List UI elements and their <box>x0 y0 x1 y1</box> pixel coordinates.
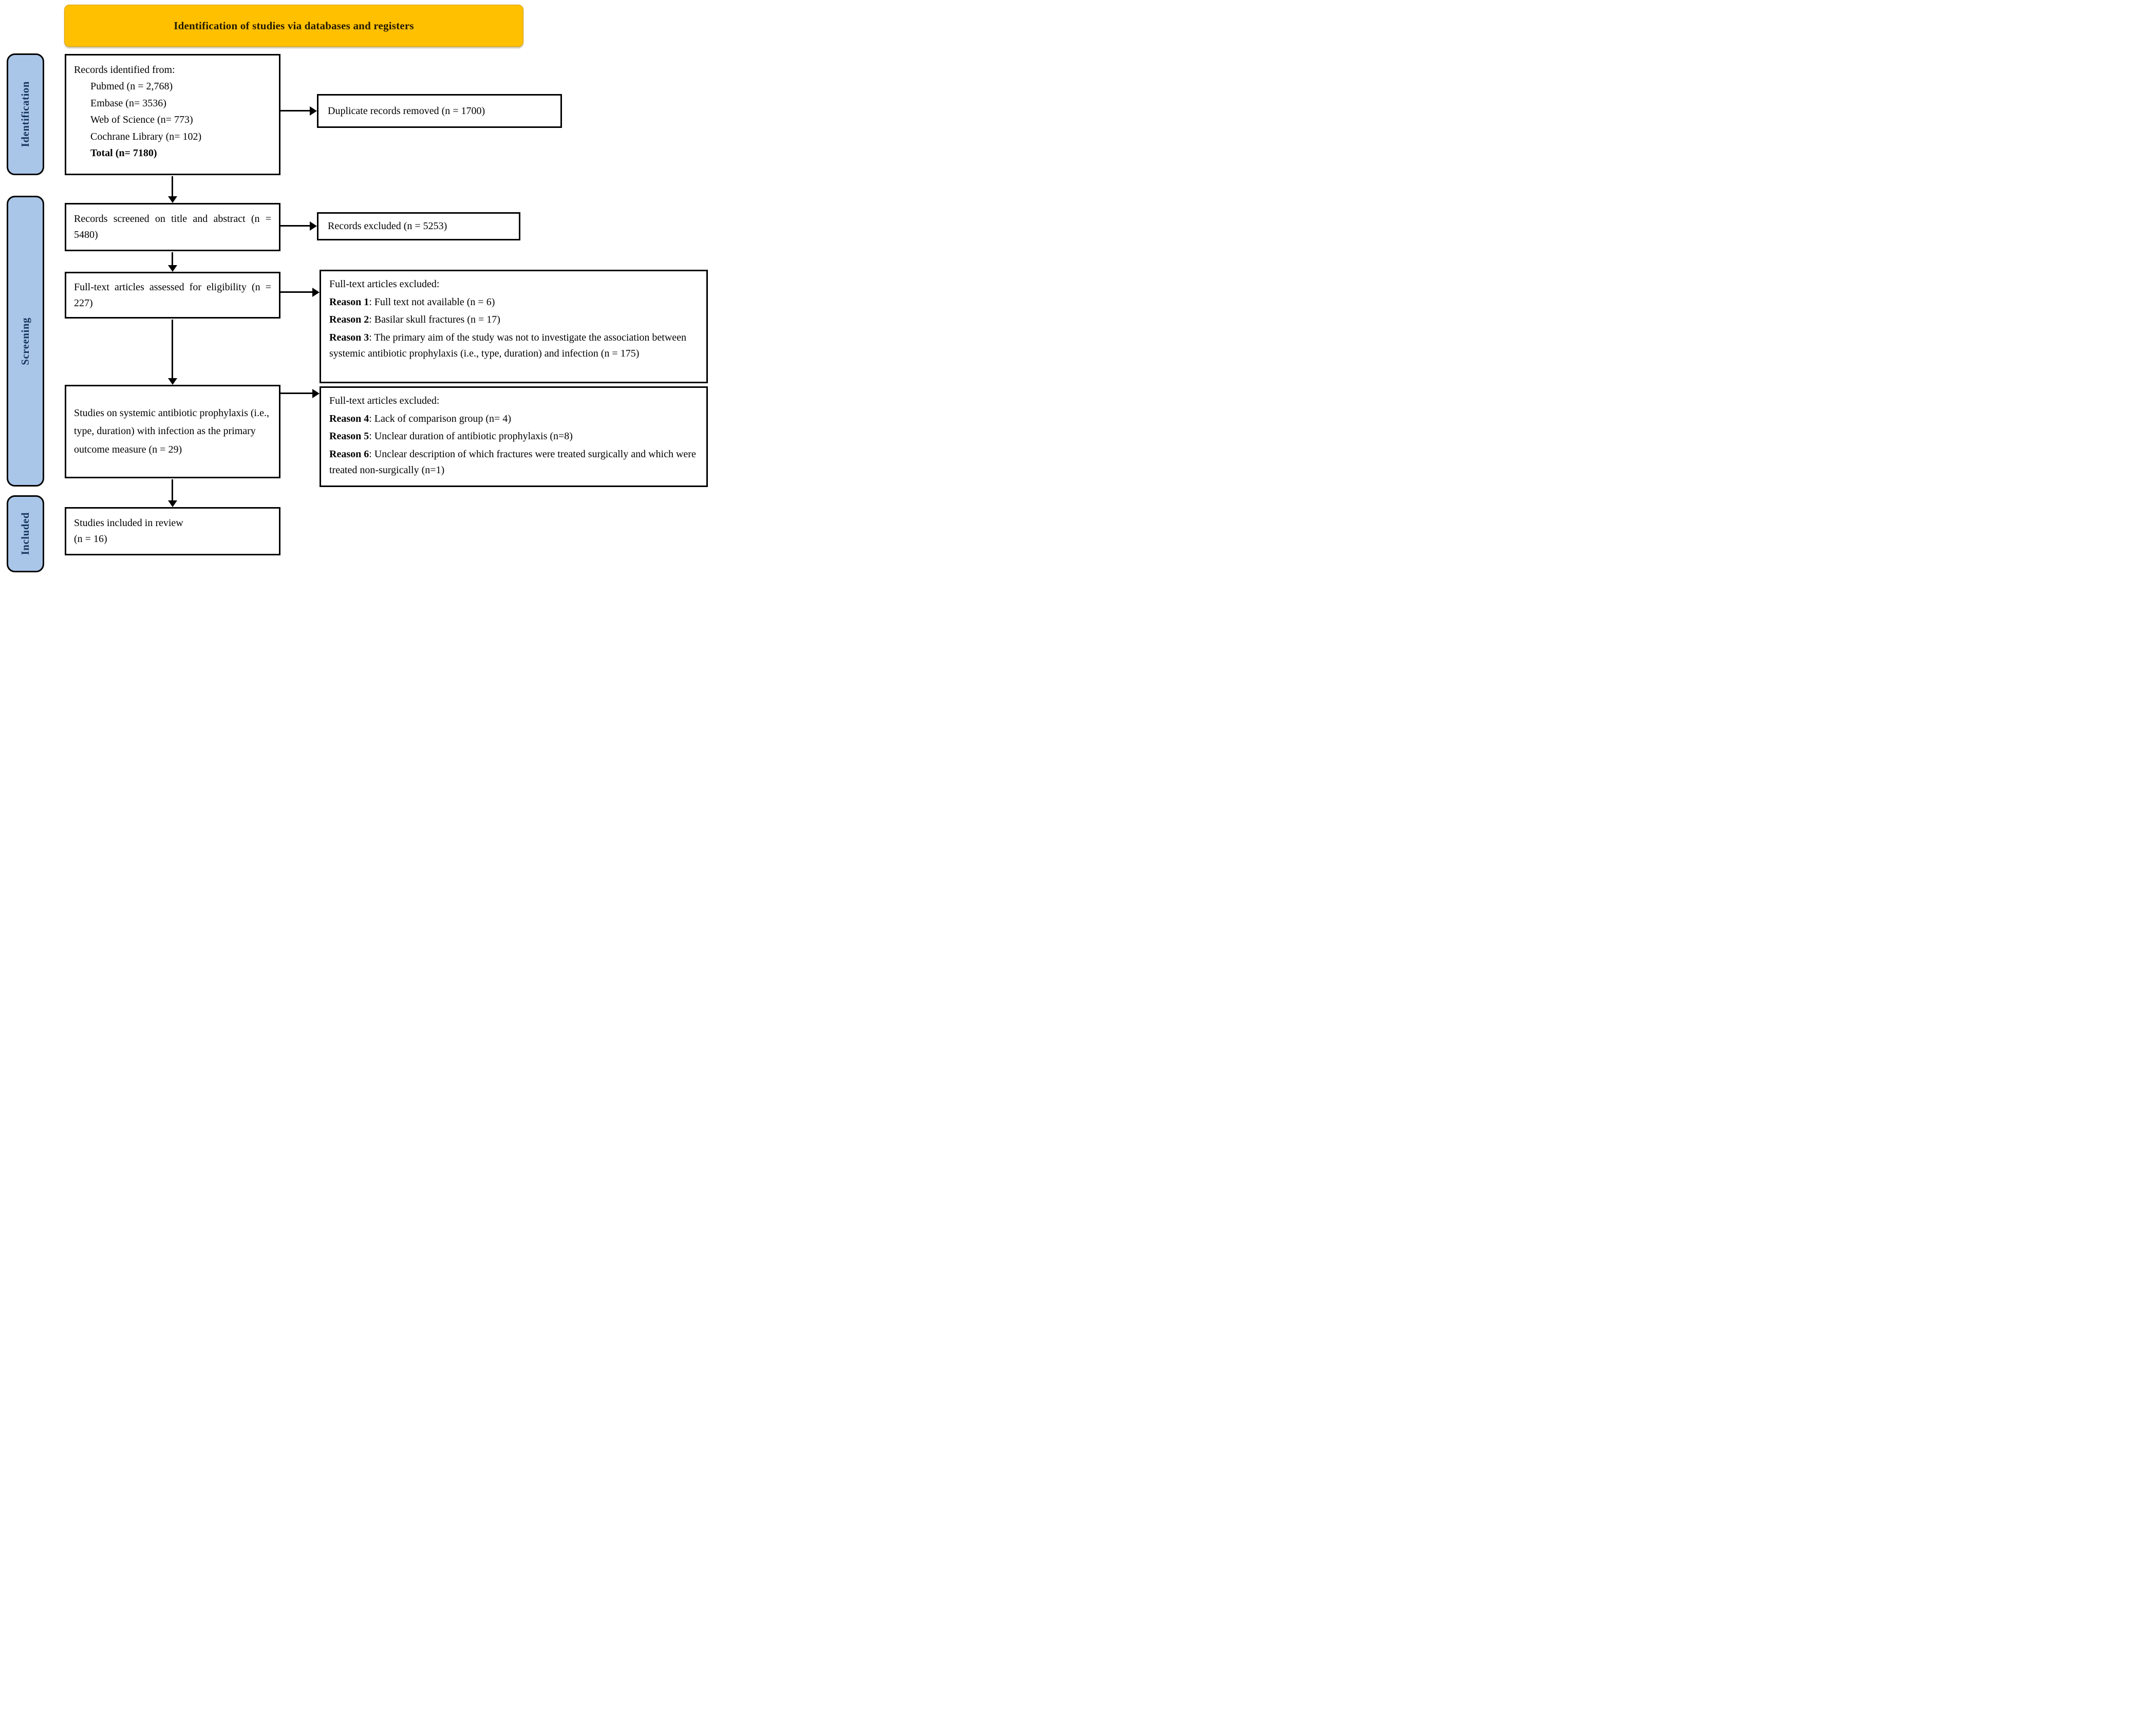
stage-included-label: Included <box>19 512 31 555</box>
box-studies-included: Studies included in review (n = 16) <box>65 507 280 555</box>
banner-title: Identification of studies via databases … <box>174 19 414 32</box>
exclusion-reason-2-label: Reason 2 <box>329 314 369 326</box>
exclusion-reason-3-text: : The primary aim of the study was not t… <box>329 331 687 360</box>
exclusion-reason-5-label: Reason 5 <box>329 431 369 442</box>
records-screened-text: Records screened on title and abstract (… <box>74 213 271 240</box>
exclusion-reason-6-label: Reason 6 <box>329 448 369 460</box>
records-identified-source: Cochrane Library (n= 102) <box>90 130 202 142</box>
exclusion-reason-5: Reason 5: Unclear duration of antibiotic… <box>329 428 698 445</box>
studies-included-text: Studies included in review (n = 16) <box>74 515 183 547</box>
box-fulltext-assessed: Full-text articles assessed for eligibil… <box>65 272 280 319</box>
records-excluded-text: Records excluded (n = 5253) <box>328 220 447 232</box>
exclusion-reason-1: Reason 1: Full text not available (n = 6… <box>329 294 698 311</box>
records-identified-source: Pubmed (n = 2,768) <box>90 81 173 92</box>
exclusion-reason-4-label: Reason 4 <box>329 413 369 424</box>
prisma-flow-diagram: Identification of studies via databases … <box>0 0 714 580</box>
exclusion-reason-2: Reason 2: Basilar skull fractures (n = 1… <box>329 312 698 328</box>
studies-included-line2: (n = 16) <box>74 533 107 545</box>
arrow-prophylaxis-to-included <box>172 479 173 500</box>
exclusion-reason-4: Reason 4: Lack of comparison group (n= 4… <box>329 411 698 427</box>
arrow-screened-to-excluded <box>280 225 310 227</box>
records-identified-total: Total (n= 7180) <box>90 147 157 159</box>
arrow-screened-to-fulltext <box>172 252 173 265</box>
box-records-excluded: Records excluded (n = 5253) <box>317 212 520 240</box>
exclusion-reason-3: Reason 3: The primary aim of the study w… <box>329 330 698 362</box>
exclusion-reason-3-label: Reason 3 <box>329 331 369 343</box>
fulltext-excluded-a-title: Full-text articles excluded: <box>329 278 440 290</box>
box-fulltext-excluded-reasons-1-3: Full-text articles excluded: Reason 1: F… <box>320 270 708 383</box>
exclusion-reason-4-text: : Lack of comparison group (n= 4) <box>369 413 511 424</box>
stage-screening: Screening <box>7 196 44 487</box>
studies-prophylaxis-text: Studies on systemic antibiotic prophylax… <box>74 407 269 455</box>
stage-identification-label: Identification <box>19 81 31 147</box>
exclusion-reason-6: Reason 6: Unclear description of which f… <box>329 446 698 479</box>
arrow-fulltext-to-prophylaxis <box>172 320 173 378</box>
fulltext-excluded-b-title: Full-text articles excluded: <box>329 395 440 406</box>
exclusion-reason-6-text: : Unclear description of which fractures… <box>329 448 696 476</box>
box-records-identified: Records identified from: Pubmed (n = 2,7… <box>65 54 280 175</box>
box-duplicates-removed: Duplicate records removed (n = 1700) <box>317 94 562 128</box>
arrow-fulltext-to-excluded-a <box>280 291 312 293</box>
arrow-prophylaxis-to-excluded-b <box>280 393 312 394</box>
duplicates-removed-text: Duplicate records removed (n = 1700) <box>328 105 485 117</box>
stage-screening-label: Screening <box>19 317 31 365</box>
exclusion-reason-5-text: : Unclear duration of antibiotic prophyl… <box>369 431 573 442</box>
box-fulltext-excluded-reasons-4-6: Full-text articles excluded: Reason 4: L… <box>320 386 708 487</box>
box-records-screened: Records screened on title and abstract (… <box>65 203 280 251</box>
exclusion-reason-2-text: : Basilar skull fractures (n = 17) <box>369 314 500 326</box>
arrow-identified-to-duplicates <box>280 110 310 111</box>
records-identified-source: Embase (n= 3536) <box>90 97 166 109</box>
banner: Identification of studies via databases … <box>64 5 523 47</box>
stage-identification: Identification <box>7 53 44 175</box>
arrow-identified-to-screened <box>172 176 173 196</box>
fulltext-assessed-text: Full-text articles assessed for eligibil… <box>74 281 271 309</box>
stage-included: Included <box>7 495 44 572</box>
records-identified-source: Web of Science (n= 773) <box>90 114 193 126</box>
exclusion-reason-1-text: : Full text not available (n = 6) <box>369 296 495 308</box>
box-studies-prophylaxis: Studies on systemic antibiotic prophylax… <box>65 385 280 478</box>
studies-included-line1: Studies included in review <box>74 517 183 529</box>
exclusion-reason-1-label: Reason 1 <box>329 296 369 308</box>
records-identified-intro: Records identified from: <box>74 64 175 76</box>
